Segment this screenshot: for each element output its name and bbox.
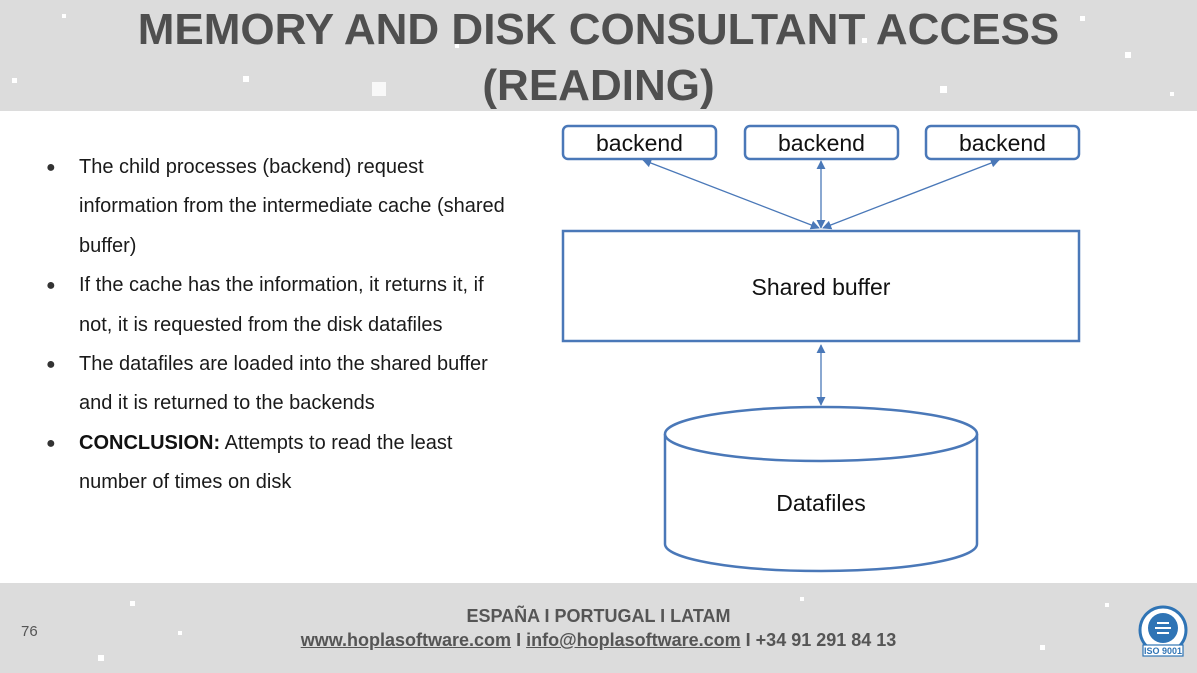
footer-separator: I — [740, 630, 756, 650]
phone-number: +34 91 291 84 13 — [755, 630, 897, 650]
bullet-item: ● The child processes (backend) request i… — [42, 148, 512, 266]
website-link[interactable]: www.hoplasoftware.com — [300, 630, 512, 650]
email-link[interactable]: info@hoplasoftware.com — [526, 630, 741, 650]
footer-separator: I — [511, 630, 527, 650]
datafiles-label: Datafiles — [776, 490, 865, 516]
bullet-dot-icon: ● — [46, 159, 56, 176]
backend-box: backend — [561, 124, 718, 161]
bullet-item: ● The datafiles are loaded into the share… — [42, 345, 512, 424]
iso-badge-text: ISO 9001 — [1144, 646, 1182, 656]
shared-buffer-label: Shared buffer — [752, 274, 891, 300]
shared-buffer-box: Shared buffer — [561, 229, 1081, 343]
footer-contact: www.hoplasoftware.com I info@hoplasoftwa… — [0, 630, 1197, 651]
backend-label: backend — [959, 130, 1046, 156]
backend-label: backend — [596, 130, 683, 156]
arrow-connector — [642, 158, 820, 230]
footer-regions: ESPAÑA I PORTUGAL I LATAM — [466, 606, 731, 626]
backend-box: backend — [924, 124, 1081, 161]
backend-box: backend — [743, 124, 900, 161]
datafiles-cylinder: Datafiles — [663, 405, 979, 573]
bullet-dot-icon: ● — [46, 356, 56, 374]
title-line-2: (READING) — [482, 61, 715, 110]
slide-title: MEMORY AND DISK CONSULTANT ACCESS (READI… — [0, 2, 1197, 114]
bullet-text: Attempts to read the least number of tim… — [79, 431, 453, 494]
page-number: 76 — [21, 623, 38, 640]
bullet-dot-icon: ● — [46, 277, 56, 295]
iso-badge-icon: ISO 9001 — [1138, 605, 1188, 657]
header-band — [0, 0, 1197, 111]
bullet-dot-icon: ● — [46, 434, 56, 452]
bullet-list: ● The child processes (backend) request i… — [42, 148, 512, 503]
conclusion-label: CONCLUSION: — [79, 431, 221, 454]
arrow-connector — [822, 158, 1000, 230]
footer-band — [0, 583, 1197, 673]
bullet-item: ● If the cache has the information, it re… — [42, 266, 512, 345]
bullet-text: The datafiles are loaded into the shared… — [79, 353, 488, 415]
title-line-1: MEMORY AND DISK CONSULTANT ACCESS — [137, 5, 1060, 54]
bullet-text: The child processes (backend) request in… — [79, 156, 505, 257]
bullet-text: If the cache has the information, it ret… — [79, 274, 484, 336]
backend-label: backend — [778, 130, 865, 156]
bullet-item: ● CONCLUSION: Attempts to read the least … — [42, 424, 512, 503]
